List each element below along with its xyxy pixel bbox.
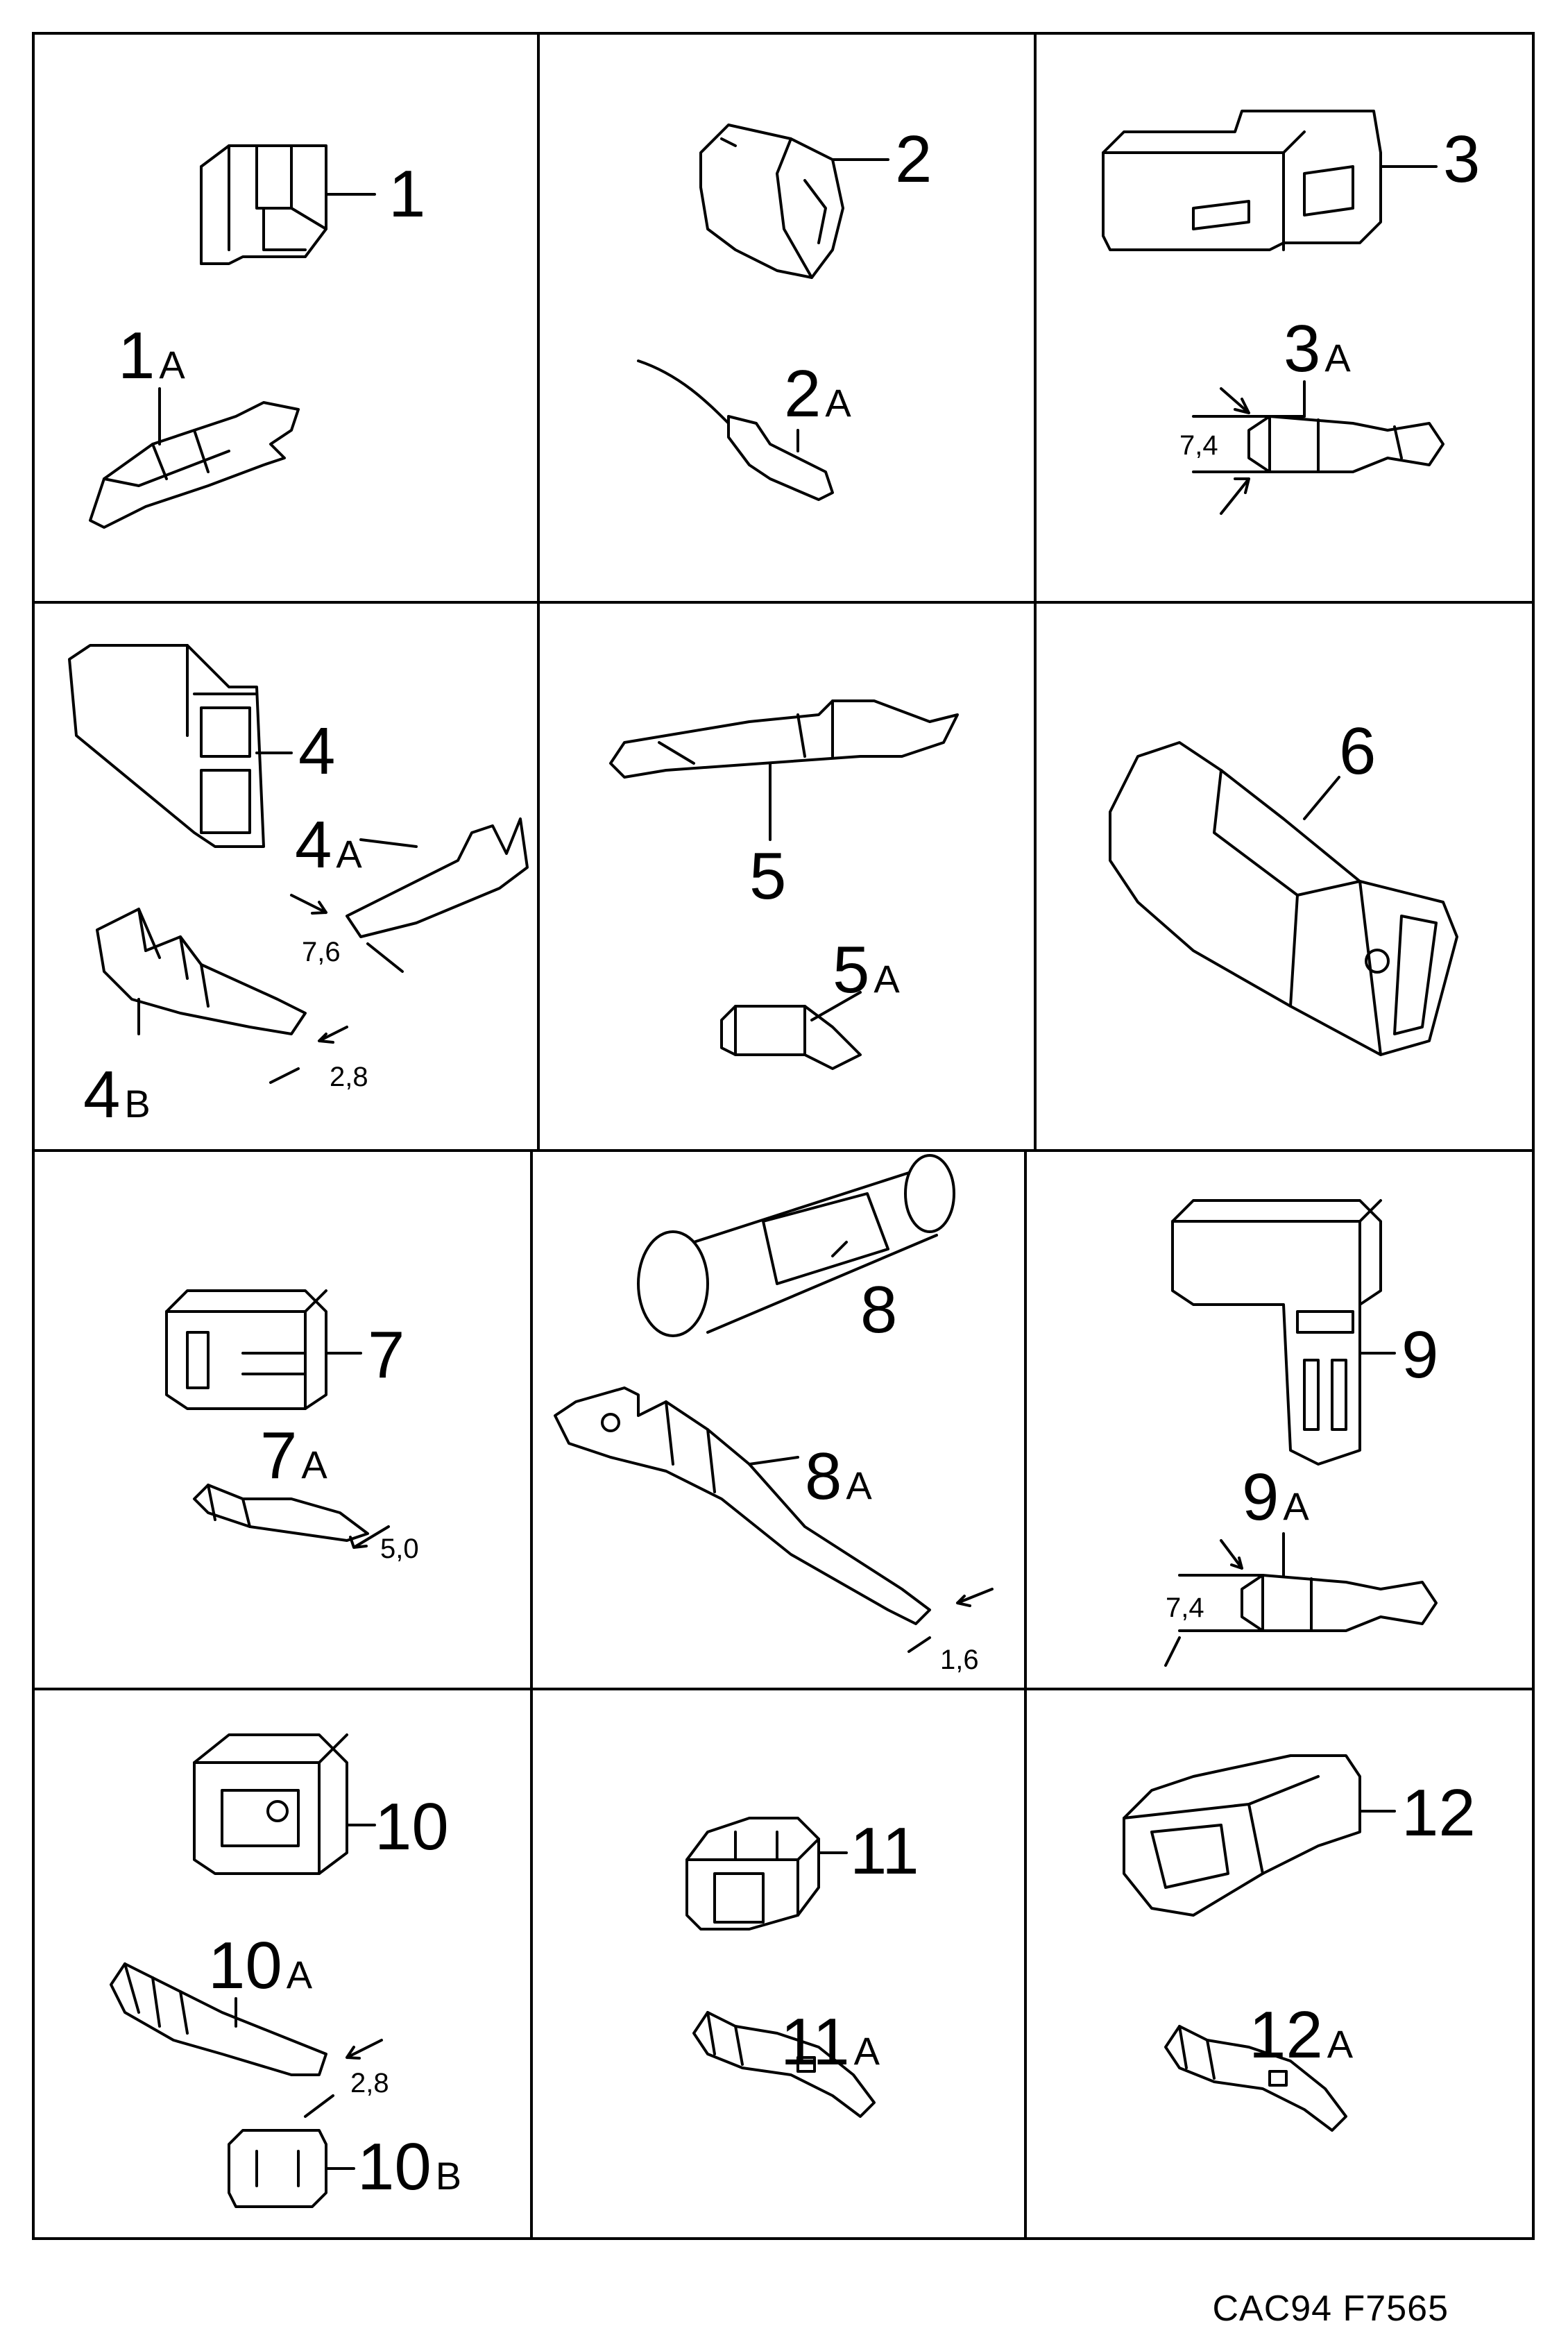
- part-11a-terminal-drawing: [694, 2012, 874, 2116]
- part-label-4: 4: [298, 714, 335, 788]
- dimension-labels: 7,4 7,6 2,8 5,0 1,6 7,4 2,8: [302, 430, 1218, 2098]
- part-label-8: 8: [860, 1273, 897, 1347]
- part-10a-terminal-drawing: [111, 1964, 382, 2116]
- dimension-4b: 2,8: [330, 1062, 368, 1092]
- part-label-6: 6: [1339, 714, 1376, 788]
- part-7-housing-drawing: [167, 1291, 361, 1409]
- part-3a-terminal-drawing: [1193, 382, 1443, 514]
- part-12-housing-drawing: [1124, 1756, 1395, 1915]
- part-7a-terminal-drawing: [194, 1485, 389, 1547]
- part-label-3: 3: [1443, 122, 1480, 196]
- dimension-3a: 7,4: [1179, 430, 1218, 461]
- part-10b-plate-drawing: [229, 2130, 354, 2207]
- part-2-housing-drawing: [701, 125, 888, 278]
- part-12a-terminal-drawing: [1166, 2026, 1346, 2130]
- dimension-8a: 1,6: [940, 1645, 979, 1675]
- part-4a-terminal-drawing: [291, 819, 527, 971]
- dimension-9a: 7,4: [1166, 1593, 1204, 1623]
- part-5a-clip-drawing: [722, 992, 860, 1069]
- part-2a-pin-drawing: [638, 361, 833, 500]
- part-1a-terminal-drawing: [90, 389, 298, 527]
- part-10-housing-drawing: [194, 1735, 375, 1874]
- figure-code: CAC94 F7565: [1212, 2289, 1449, 2329]
- part-label-2: 2: [895, 122, 932, 196]
- part-4-housing-drawing: [69, 645, 291, 847]
- part-9a-terminal-drawing: [1166, 1534, 1436, 1665]
- part-3-housing-drawing: [1103, 111, 1436, 250]
- part-label-10: 10: [375, 1790, 449, 1864]
- part-4b-terminal-drawing: [97, 909, 347, 1083]
- part-8a-terminal-drawing: [555, 1388, 992, 1652]
- part-label-9: 9: [1401, 1318, 1438, 1392]
- part-11-housing-drawing: [687, 1818, 846, 1929]
- part-label-1: 1: [389, 157, 425, 231]
- dimension-7a: 5,0: [380, 1534, 419, 1564]
- part-8-housing-drawing: [638, 1155, 954, 1336]
- grid-frame: [32, 32, 1535, 2240]
- part-9-housing-drawing: [1173, 1200, 1395, 1464]
- part-label-11: 11: [850, 1814, 919, 1888]
- dimension-10a: 2,8: [350, 2068, 389, 2098]
- part-label-5: 5: [749, 839, 786, 913]
- part-6-housing-drawing: [1110, 743, 1457, 1055]
- dimension-4a: 7,6: [302, 937, 341, 967]
- part-1-housing-drawing: [201, 146, 375, 264]
- part-5-terminal-drawing: [611, 701, 957, 840]
- part-label-7: 7: [368, 1318, 404, 1392]
- part-label-12: 12: [1401, 1776, 1476, 1850]
